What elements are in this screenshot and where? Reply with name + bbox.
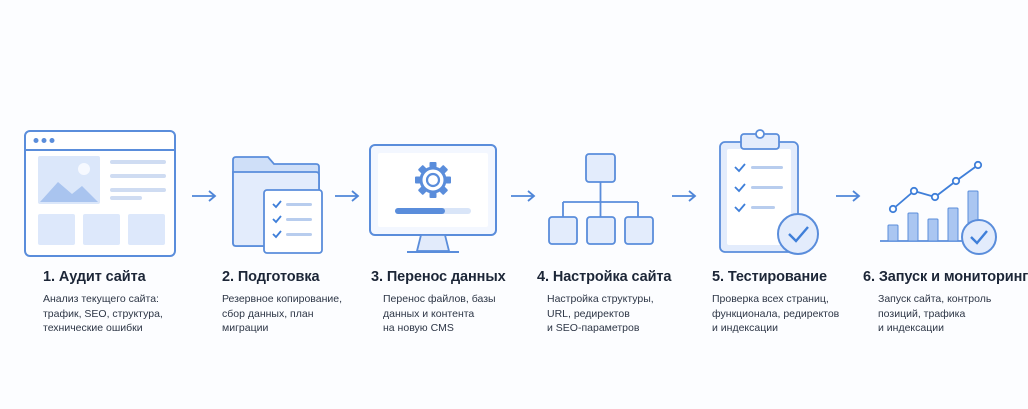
arrow-right-icon: [335, 190, 360, 202]
step-description: Проверка всех страниц, функционала, реди…: [712, 293, 840, 334]
step-description: Перенос файлов, базы данных и контента н…: [383, 293, 496, 334]
step-title: 1. Аудит сайта: [43, 269, 146, 285]
step-preparation: 2. Подготовка Резервное копирование, сбо…: [222, 269, 392, 336]
growth-chart-icon: [880, 160, 997, 255]
monitor-gear-icon: [369, 144, 497, 253]
step-site-setup: 4. Настройка сайта Настройка структуры, …: [537, 269, 707, 336]
step-testing: 5. Тестирование Проверка всех страниц, ф…: [712, 269, 882, 336]
step-audit: 1. Аудит сайта Анализ текущего сайта: тр…: [43, 269, 213, 336]
step-title: 6. Запуск и мониторинг: [863, 269, 1028, 285]
arrow-right-icon: [192, 190, 217, 202]
step-description: Резервное копирование, сбор данных, план…: [222, 293, 343, 334]
step-launch-monitoring: 6. Запуск и мониторинг Запуск сайта, кон…: [863, 269, 1028, 336]
folder-checklist-icon: [232, 156, 323, 254]
arrow-right-icon: [511, 190, 536, 202]
arrow-right-icon: [672, 190, 697, 202]
step-title: 5. Тестирование: [712, 269, 827, 285]
step-description: Запуск сайта, контроль позиций, трафика …: [878, 293, 992, 334]
step-title: 4. Настройка сайта: [537, 269, 672, 285]
clipboard-check-icon: [719, 129, 819, 255]
step-data-transfer: 3. Перенос данных Перенос файлов, базы д…: [371, 269, 541, 336]
browser-window-icon: [24, 130, 176, 257]
step-title: 2. Подготовка: [222, 269, 320, 285]
step-description: Анализ текущего сайта: трафик, SEO, стру…: [43, 293, 163, 334]
step-title: 3. Перенос данных: [371, 269, 506, 285]
arrow-right-icon: [836, 190, 861, 202]
step-description: Настройка структуры, URL, редиректов и S…: [547, 293, 654, 334]
sitemap-icon: [548, 153, 654, 245]
